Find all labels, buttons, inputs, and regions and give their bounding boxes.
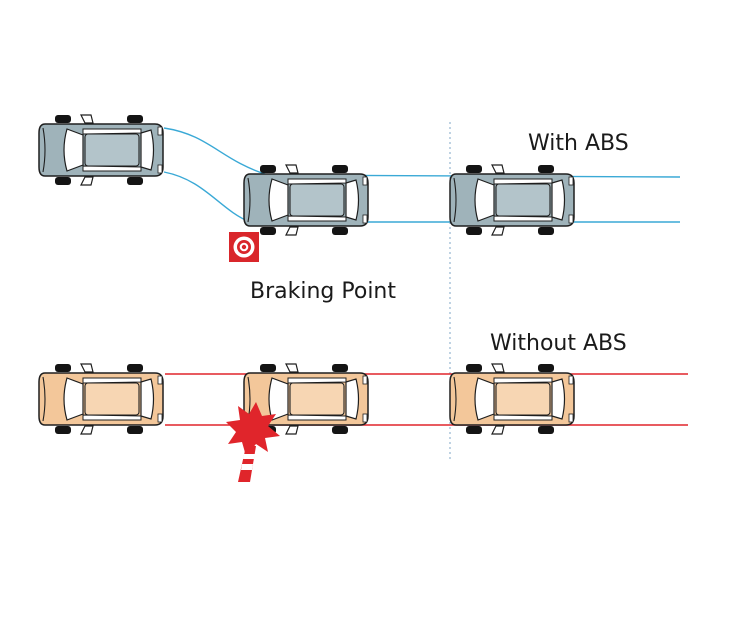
with-abs-label: With ABS <box>528 131 629 156</box>
car-without-abs-after <box>449 363 575 435</box>
traffic-cone-icon <box>238 446 256 482</box>
car-without-abs-impact <box>243 363 369 435</box>
car-with-abs-clear <box>449 164 575 236</box>
car-with-abs-start <box>38 114 164 186</box>
without-abs-label: Without ABS <box>490 331 627 356</box>
car-without-abs-start <box>38 363 164 435</box>
target-icon <box>229 232 259 262</box>
car-with-abs-steering <box>243 164 369 236</box>
collision-burst-icon <box>226 402 280 456</box>
braking-point-label: Braking Point <box>250 279 396 304</box>
